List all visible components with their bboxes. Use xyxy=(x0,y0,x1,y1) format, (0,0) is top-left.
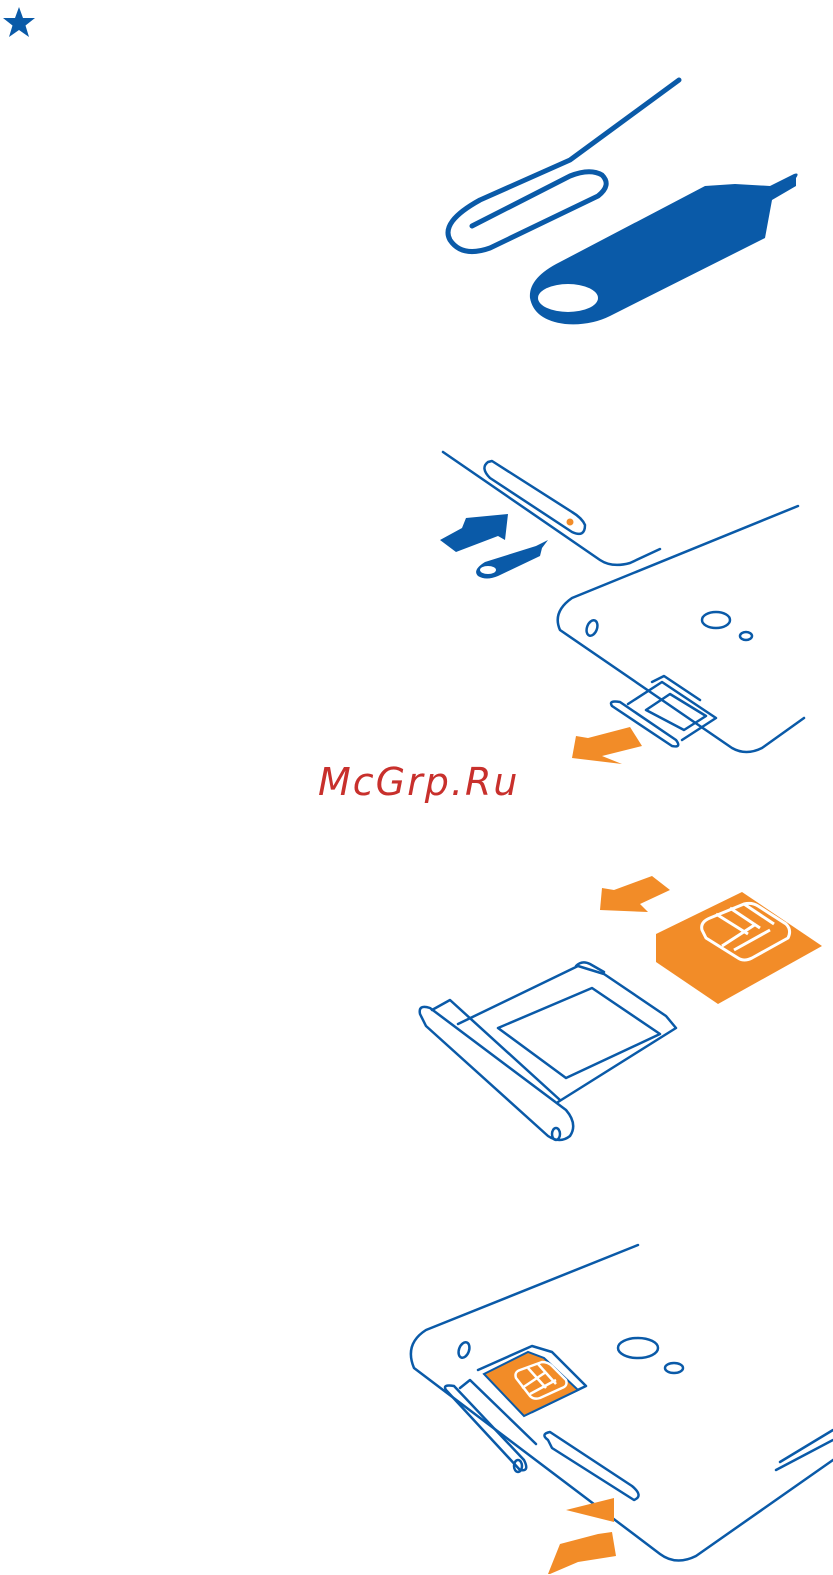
push-arrow-orange-icon xyxy=(548,1532,616,1574)
small-eject-key xyxy=(476,540,548,579)
pull-arrow-orange-icon xyxy=(572,727,642,764)
insert-sim-into-tray-illustration xyxy=(420,876,822,1140)
eject-key xyxy=(530,174,798,325)
watermark: McGrp.Ru xyxy=(318,760,519,804)
insert-arrow-orange-icon xyxy=(600,876,670,912)
open-sim-tray-illustration xyxy=(440,452,804,764)
push-tray-back-illustration xyxy=(411,1245,833,1574)
sim-eject-tools-illustration xyxy=(448,80,798,324)
sim-card xyxy=(656,892,822,1004)
push-arrow-icon xyxy=(440,514,508,552)
